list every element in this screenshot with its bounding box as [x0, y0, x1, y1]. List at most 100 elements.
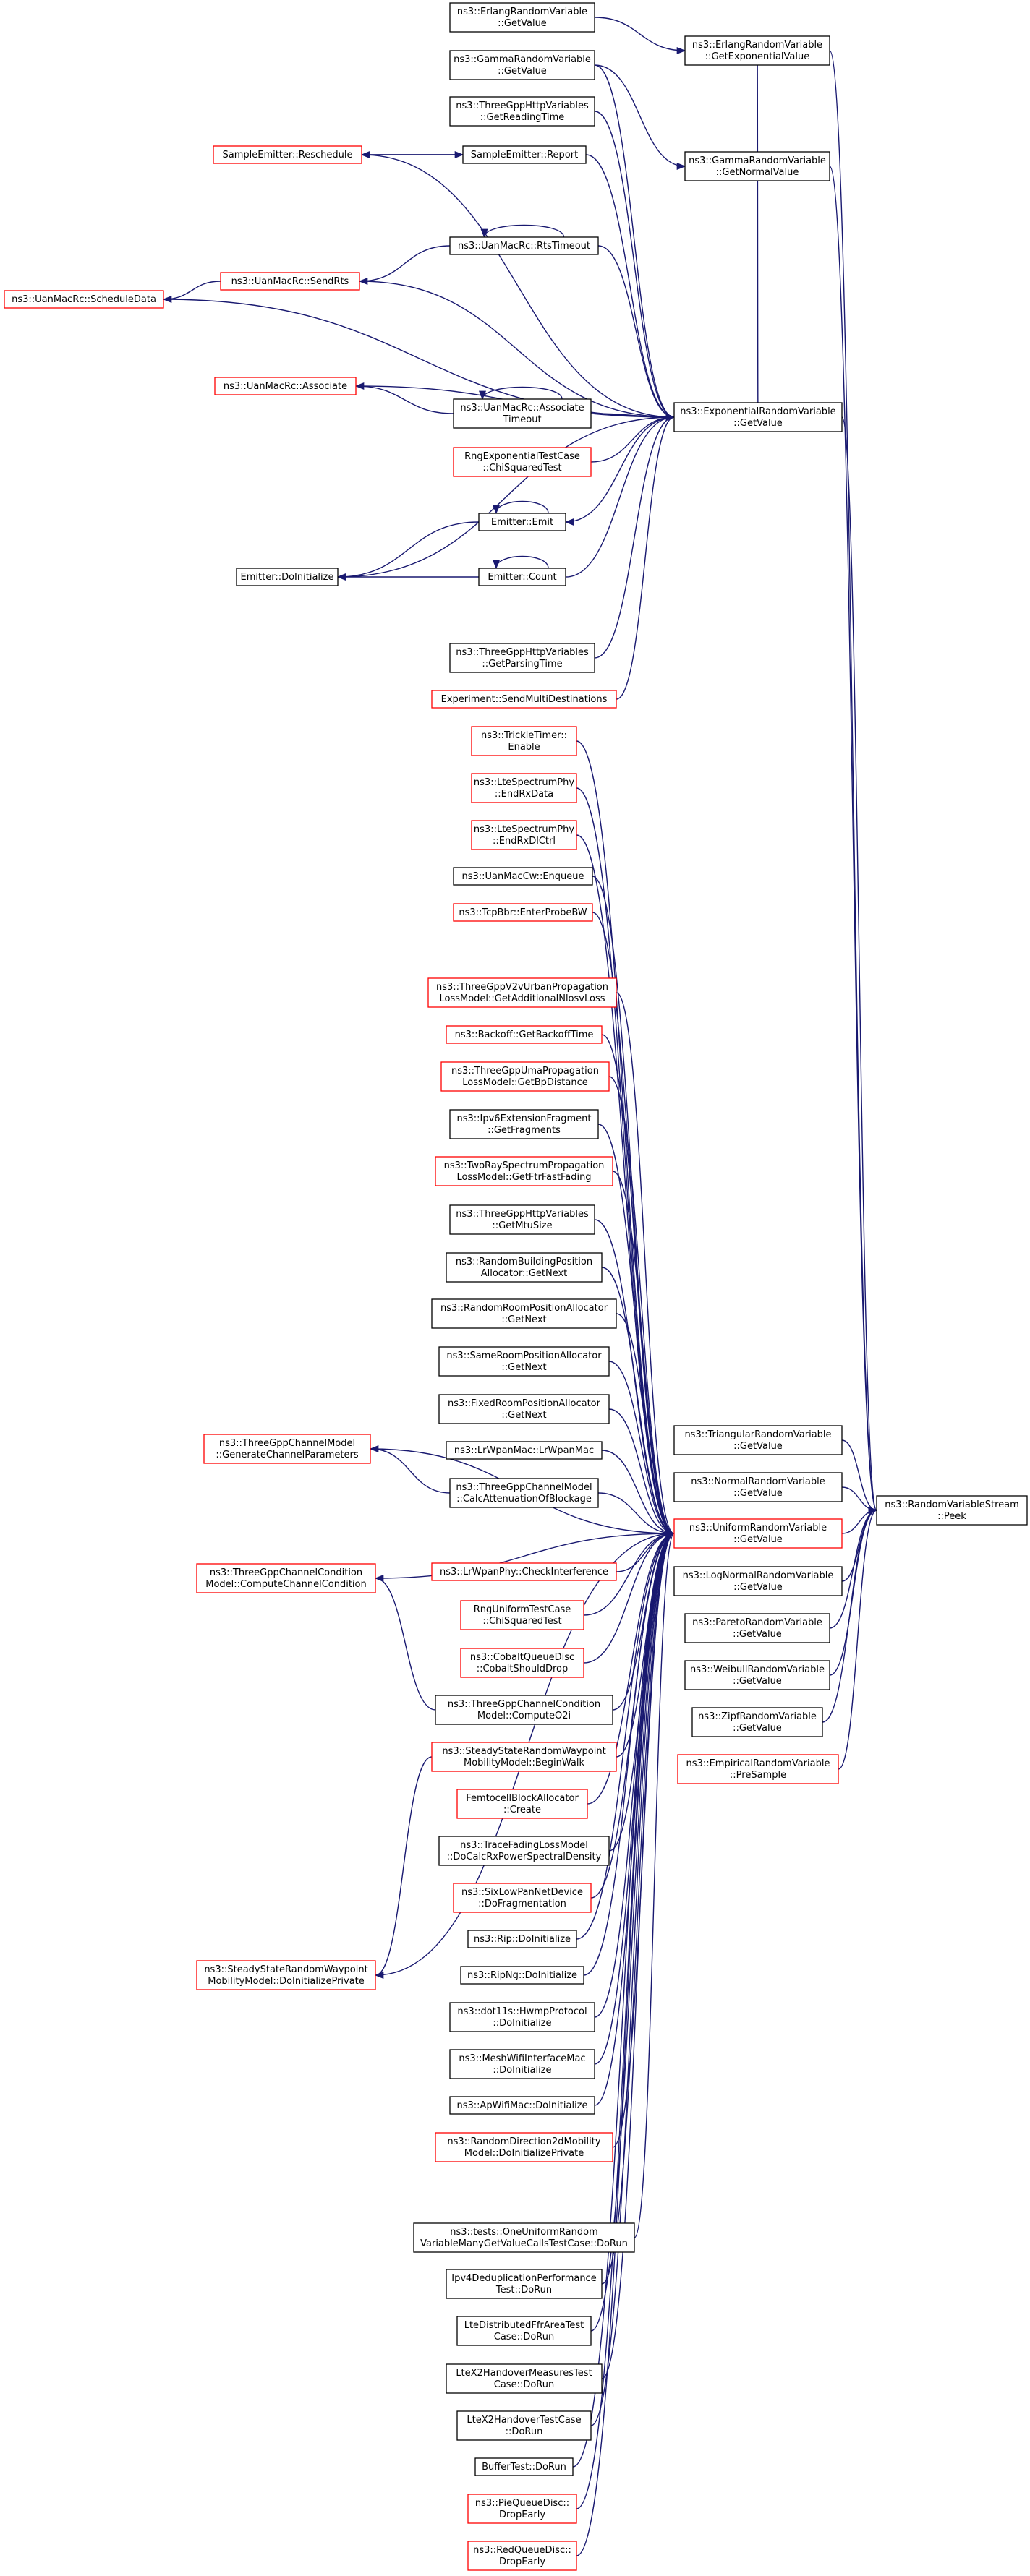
node-box: [673, 1518, 843, 1549]
graph-node-sixlowpan-dofragmentation[interactable]: ns3::SixLowPanNetDevice::DoFragmentation: [453, 1883, 592, 1913]
graph-node-weibull-getvalue[interactable]: ns3::WeibullRandomVariable::GetValue: [684, 1660, 830, 1690]
graph-node-rvstream-peek[interactable]: ns3::RandomVariableStream::Peek: [876, 1495, 1028, 1526]
graph-node-erlang-getexponential[interactable]: ns3::ErlangRandomVariable::GetExponentia…: [684, 35, 830, 66]
graph-node-triangular-getvalue[interactable]: ns3::TriangularRandomVariable::GetValue: [673, 1425, 843, 1455]
graph-node-threegppchannelmodel-calcattenuation[interactable]: ns3::ThreeGppChannelModel::CalcAttenuati…: [449, 1478, 599, 1508]
node-label-line: ns3::LteSpectrumPhy: [474, 824, 574, 835]
graph-node-uanmacrc-associate[interactable]: ns3::UanMacRc::Associate: [214, 377, 357, 395]
node-label-line: ::GetValue: [733, 1582, 783, 1593]
graph-node-threegppchannelmodel-generate[interactable]: ns3::ThreeGppChannelModel::GenerateChann…: [203, 1434, 371, 1464]
node-label-line: ns3::ThreeGppChannelCondition: [448, 1699, 600, 1710]
graph-node-uanmacrc-scheduledata[interactable]: ns3::UanMacRc::ScheduleData: [4, 290, 164, 309]
graph-node-meshwifi-doinitialize[interactable]: ns3::MeshWifiInterfaceMac::DoInitialize: [449, 2049, 595, 2079]
call-edge: [572, 1530, 676, 2468]
graph-node-normal-getvalue[interactable]: ns3::NormalRandomVariable::GetValue: [673, 1472, 843, 1502]
node-box: [673, 1472, 843, 1502]
node-label-line: ::GetNormalValue: [716, 167, 799, 178]
call-edge: [583, 1530, 676, 1976]
graph-node-uanmaccw-enqueue[interactable]: ns3::UanMacCw::Enqueue: [453, 867, 593, 886]
graph-node-rnguniform-chisquared[interactable]: RngUniformTestCase::ChiSquaredTest: [460, 1600, 584, 1630]
graph-node-piequeuedisc-dropearly[interactable]: ns3::PieQueueDisc::DropEarly: [467, 2494, 577, 2524]
graph-node-cobaltqueuedisc-shoulddrop[interactable]: ns3::CobaltQueueDisc::CobaltShouldDrop: [460, 1648, 584, 1678]
graph-node-oneuniformrandom-dorun[interactable]: ns3::tests::OneUniformRandomVariableMany…: [413, 2222, 635, 2253]
graph-node-emitter-count[interactable]: Emitter::Count: [478, 568, 566, 586]
node-label-line: ::GetValue: [498, 18, 547, 29]
graph-node-ltex2handover-dorun[interactable]: LteX2HandoverTestCase::DoRun: [456, 2410, 592, 2441]
graph-node-emitter-doinitialize[interactable]: Emitter::DoInitialize: [236, 568, 339, 586]
call-edge: [601, 1530, 676, 2285]
graph-node-threegppchannelcondition-compute[interactable]: ns3::ThreeGppChannelConditionModel::Comp…: [196, 1563, 376, 1593]
graph-node-pareto-getvalue[interactable]: ns3::ParetoRandomVariable::GetValue: [684, 1613, 830, 1643]
graph-node-uniform-getvalue[interactable]: ns3::UniformRandomVariable::GetValue: [673, 1518, 843, 1549]
node-label-line: Model::ComputeChannelCondition: [205, 1579, 366, 1590]
graph-node-randomdirection2d-doinitializeprivate[interactable]: ns3::RandomDirection2dMobilityModel::DoI…: [435, 2132, 613, 2162]
graph-node-lrwpanphy-checkinterference[interactable]: ns3::LrWpanPhy::CheckInterference: [431, 1562, 617, 1581]
graph-node-lrwpanmac-lrwpanmac[interactable]: ns3::LrWpanMac::LrWpanMac: [446, 1441, 603, 1460]
node-box: [449, 643, 595, 673]
graph-node-ripng-doinitialize[interactable]: ns3::RipNg::DoInitialize: [460, 1966, 584, 1985]
graph-node-trickletimer-enable[interactable]: ns3::TrickleTimer::Enable: [471, 726, 577, 756]
node-box: [471, 773, 577, 803]
graph-node-tcpbbr-enterprobebw[interactable]: ns3::TcpBbr::EnterProbeBW: [453, 903, 593, 922]
graph-node-steadystate-doinitializeprivate[interactable]: ns3::SteadyStateRandomWaypointMobilityMo…: [196, 1960, 376, 1990]
graph-node-randomroomposition-getnext[interactable]: ns3::RandomRoomPositionAllocator::GetNex…: [431, 1298, 617, 1329]
graph-node-rngexp-chisquared[interactable]: RngExponentialTestCase::ChiSquaredTest: [453, 447, 592, 477]
graph-node-femtocellblock-create[interactable]: FemtocellBlockAllocator::Create: [456, 1789, 588, 1819]
graph-node-ltespectrumphy-endrxdata[interactable]: ns3::LteSpectrumPhy::EndRxData: [471, 773, 577, 803]
graph-node-threegppv2v-nlosv[interactable]: ns3::ThreeGppV2vUrbanPropagationLossMode…: [427, 977, 617, 1008]
graph-node-gamma-getvalue[interactable]: ns3::GammaRandomVariable::GetValue: [449, 50, 595, 80]
graph-node-zipf-getvalue[interactable]: ns3::ZipfRandomVariable::GetValue: [691, 1707, 823, 1737]
graph-node-sampleemitter-report[interactable]: SampleEmitter::Report: [462, 145, 587, 164]
graph-node-gamma-getnormal[interactable]: ns3::GammaRandomVariable::GetNormalValue: [684, 151, 830, 181]
graph-node-dot11s-hwmp-doinitialize[interactable]: ns3::dot11s::HwmpProtocol::DoInitialize: [449, 2002, 595, 2032]
call-edge: [479, 386, 563, 401]
node-box: [196, 1960, 376, 1990]
call-edge: [594, 64, 686, 171]
node-box: [471, 726, 577, 756]
node-label-line: ::DoFragmentation: [478, 1899, 566, 1909]
graph-node-threegppchannelcondition-computeo2i[interactable]: ns3::ThreeGppChannelConditionModel::Comp…: [435, 1695, 613, 1725]
graph-node-apwifimac-doinitialize[interactable]: ns3::ApWifiMac::DoInitialize: [449, 2096, 595, 2115]
graph-node-tracefading-docalcrx[interactable]: ns3::TraceFadingLossModel::DoCalcRxPower…: [438, 1836, 610, 1866]
graph-node-sampleemitter-reschedule[interactable]: SampleEmitter::Reschedule: [213, 145, 362, 164]
graph-node-exponential-getvalue[interactable]: ns3::ExponentialRandomVariable::GetValue: [673, 402, 843, 432]
graph-node-fixedroomposition-getnext[interactable]: ns3::FixedRoomPositionAllocator::GetNext: [438, 1394, 610, 1424]
graph-node-rip-doinitialize[interactable]: ns3::Rip::DoInitialize: [467, 1930, 577, 1948]
node-box: [449, 236, 599, 255]
graph-node-threegppuma-bpdistance[interactable]: ns3::ThreeGppUmaPropagationLossModel::Ge…: [440, 1061, 610, 1092]
graph-node-empirical-presample[interactable]: ns3::EmpiricalRandomVariable::PreSample: [677, 1754, 839, 1784]
node-label-line: ::CobaltShouldDrop: [477, 1664, 569, 1674]
graph-node-buffertest-dorun[interactable]: BufferTest::DoRun: [474, 2457, 574, 2476]
node-label-line: ns3::UanMacRc::Associate: [460, 403, 584, 414]
node-label-line: ::GetMtuSize: [492, 1220, 552, 1231]
graph-node-uanmacrc-rtstimeout[interactable]: ns3::UanMacRc::RtsTimeout: [449, 236, 599, 255]
graph-node-tworayspectrum-ftrfastfading[interactable]: ns3::TwoRaySpectrumPropagationLossModel:…: [435, 1156, 613, 1186]
node-label-line: ns3::RandomBuildingPosition: [456, 1257, 592, 1267]
graph-node-sameroomposition-getnext[interactable]: ns3::SameRoomPositionAllocator::GetNext: [438, 1346, 610, 1377]
graph-node-erlang-getvalue[interactable]: ns3::ErlangRandomVariable::GetValue: [449, 2, 595, 33]
graph-node-redqueuedisc-dropearly[interactable]: ns3::RedQueueDisc::DropEarly: [467, 2541, 577, 2571]
node-label-line: Model::ComputeO2i: [477, 1711, 571, 1721]
node-label-line: LteDistributedFfrAreaTest: [464, 2320, 584, 2331]
graph-node-experiment-sendmulti[interactable]: Experiment::SendMultiDestinations: [431, 690, 617, 709]
graph-node-threegpphttp-readingtime[interactable]: ns3::ThreeGppHttpVariables::GetReadingTi…: [449, 96, 595, 127]
node-box: [449, 2096, 595, 2115]
graph-node-uanmacrc-sendrts[interactable]: ns3::UanMacRc::SendRts: [220, 272, 360, 291]
node-label-line: ns3::ThreeGppV2vUrbanPropagation: [436, 982, 608, 993]
graph-node-lognormal-getvalue[interactable]: ns3::LogNormalRandomVariable::GetValue: [673, 1566, 843, 1596]
graph-node-randombuildingposition-getnext[interactable]: ns3::RandomBuildingPositionAllocator::Ge…: [446, 1252, 603, 1283]
graph-node-ltespectrumphy-endrxdlctrl[interactable]: ns3::LteSpectrumPhy::EndRxDlCtrl: [471, 820, 577, 850]
call-edge: [594, 64, 676, 421]
node-box: [435, 1695, 613, 1725]
graph-node-backoff-getbackofftime[interactable]: ns3::Backoff::GetBackoffTime: [446, 1025, 603, 1044]
node-box: [196, 1563, 376, 1593]
graph-node-ipv6extfragment-getfragments[interactable]: ns3::Ipv6ExtensionFragment::GetFragments: [449, 1109, 599, 1139]
graph-node-threegpphttp-getmtusize[interactable]: ns3::ThreeGppHttpVariables::GetMtuSize: [449, 1204, 595, 1235]
graph-node-steadystate-beginwalk[interactable]: ns3::SteadyStateRandomWaypointMobilityMo…: [431, 1742, 617, 1772]
graph-node-threegpphttp-parsingtime[interactable]: ns3::ThreeGppHttpVariables::GetParsingTi…: [449, 643, 595, 673]
graph-node-emitter-emit[interactable]: Emitter::Emit: [478, 513, 566, 531]
